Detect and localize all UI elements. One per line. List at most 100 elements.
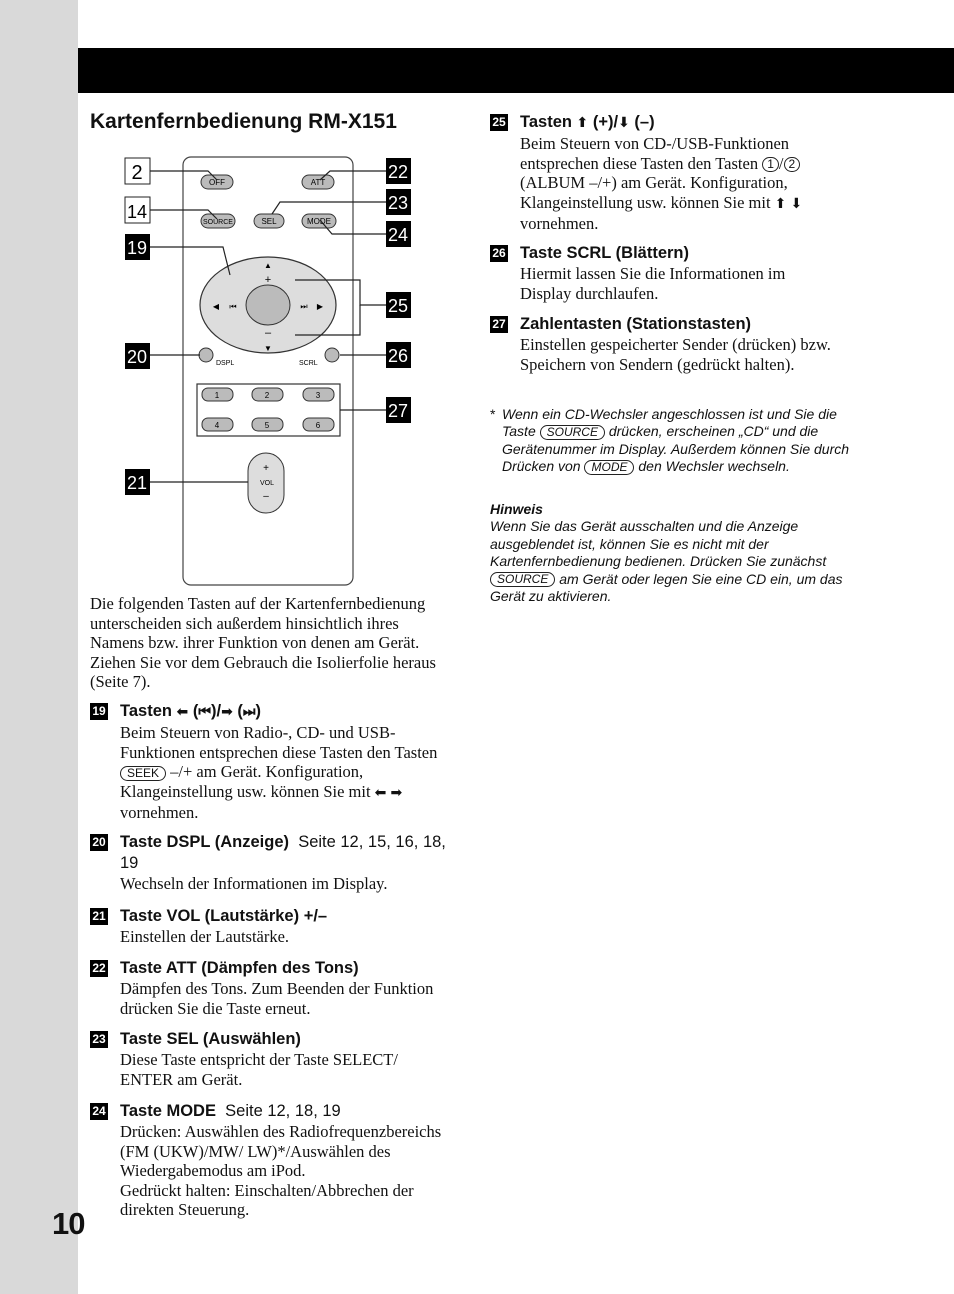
dspl-button-shape (198, 347, 214, 363)
mode-button-label: MODE (307, 217, 331, 226)
key-1: 1 (762, 157, 779, 173)
page-number: 10 (52, 1206, 85, 1241)
prev-track-icon: ⏮ (198, 704, 211, 720)
item-22-number: 22 (90, 960, 108, 977)
item-23-body: Diese Taste entspricht der Taste SELECT/… (120, 1050, 398, 1089)
callout-22: 22 (388, 162, 408, 182)
item-19-body: Beim Steuern von Radio-, CD- und USB-Fun… (120, 723, 438, 823)
arrow-up-icon: ⬆ (774, 195, 787, 212)
source-key: SOURCE (490, 572, 556, 588)
arrow-right-icon: ➡ (390, 784, 403, 801)
sel-button-label: SEL (261, 217, 277, 226)
sel-button-shape (253, 213, 285, 229)
item-26: 26 Taste SCRL (Blättern) Hiermit lassen … (490, 243, 840, 303)
off-button-shape (200, 174, 234, 190)
item-19-heading: 19 Tasten ⬅ (⏮)/➡ (⏭) (90, 701, 452, 723)
item-26-body: Hiermit lassen Sie die Informationen im … (520, 264, 786, 303)
callout-21: 21 (127, 473, 147, 493)
dpad-next-icon: ⏭ (300, 302, 307, 311)
section-title: Kartenfernbedienung RM-X151 (90, 110, 397, 133)
callouts-right: 22 23 24 25 26 27 (386, 158, 411, 423)
callout-19: 19 (127, 238, 147, 258)
intro-paragraph: Die folgenden Tasten auf der Kartenfernb… (90, 594, 436, 692)
source-button-shape (200, 213, 236, 229)
item-25-heading: 25 Tasten ⬆ (+)/⬇ (–) (490, 112, 840, 134)
number-key-4: 4 (215, 421, 220, 430)
item-24-number: 24 (90, 1103, 108, 1120)
source-button-label: SOURCE (203, 219, 233, 226)
vol-minus: – (263, 491, 269, 502)
mode-key: MODE (584, 460, 635, 476)
next-track-icon: ⏭ (242, 704, 256, 720)
dpad-up-arrow: ▲ (264, 261, 272, 270)
number-key-1: 1 (215, 391, 220, 400)
item-21-body: Einstellen der Lautstärke. (120, 927, 290, 946)
dspl-button-label: DSPL (216, 360, 234, 367)
callout-27: 27 (388, 401, 408, 421)
att-button-label: ATT (311, 178, 326, 187)
item-24-body-hold: Gedrückt halten: Einschalten/Abbrechen d… (120, 1180, 414, 1220)
arrow-down-icon: ⬇ (790, 195, 803, 212)
footnote-mark: * (490, 406, 496, 422)
arrow-up-icon: ⬆ (576, 115, 589, 131)
item-21-heading: 21 Taste VOL (Lautstärke) +/– (90, 906, 452, 927)
dpad-left-arrow: ◀ (213, 302, 220, 311)
item-20-body: Wechseln der Informationen im Display. (120, 874, 388, 893)
att-button-shape (301, 174, 335, 190)
dpad-plus: + (265, 274, 271, 286)
item-20-heading: 20 Taste DSPL (Anzeige) Seite 12, 15, 16… (90, 832, 452, 874)
item-25-number: 25 (490, 114, 508, 131)
item-25: 25 Tasten ⬆ (+)/⬇ (–) Beim Steuern von C… (490, 112, 840, 234)
seek-key: SEEK (120, 765, 167, 781)
footnote: * Wenn ein CD-Wechsler angeschlossen ist… (490, 406, 850, 476)
item-23-number: 23 (90, 1031, 108, 1048)
callout-20: 20 (127, 347, 147, 367)
item-24-body-press: Drücken: Auswählen des Radiofrequenzbere… (120, 1122, 442, 1181)
callout-26: 26 (388, 346, 408, 366)
item-27-number: 27 (490, 316, 508, 333)
scrl-button-shape (324, 347, 340, 363)
callout-25: 25 (388, 296, 408, 316)
dpad-minus: – (265, 327, 272, 339)
item-19: 19 Tasten ⬅ (⏮)/➡ (⏭) Beim Steuern von R… (90, 701, 452, 823)
dpad-right-arrow: ▶ (317, 302, 324, 311)
item-25-body: Beim Steuern von CD-/USB-Funktionen ents… (520, 134, 803, 234)
item-21: 21 Taste VOL (Lautstärke) +/– Einstellen… (90, 906, 452, 947)
remote-illustration: OFF ATT SOURCE SEL MODE + – ▲ ▼ ◀ ▶ ⏮ ⏭ … (124, 156, 411, 586)
arrow-left-icon: ⬅ (374, 784, 387, 801)
number-key-3: 3 (316, 391, 321, 400)
callout-23: 23 (388, 193, 408, 213)
arrow-down-icon: ⬇ (618, 115, 630, 131)
item-20: 20 Taste DSPL (Anzeige) Seite 12, 15, 16… (90, 832, 452, 894)
number-key-6: 6 (316, 421, 321, 430)
callout-2: 2 (131, 162, 142, 184)
header-bar (78, 48, 954, 93)
page-margin-sidebar (0, 0, 78, 1294)
item-20-number: 20 (90, 834, 108, 851)
number-key-2: 2 (265, 391, 270, 400)
hint-box: Hinweis Wenn Sie das Gerät ausschalten u… (490, 501, 856, 605)
item-22-heading: 22 Taste ATT (Dämpfen des Tons) (90, 958, 452, 979)
item-23: 23 Taste SEL (Auswählen) Diese Taste ent… (90, 1029, 452, 1089)
item-26-heading: 26 Taste SCRL (Blättern) (490, 243, 840, 264)
vol-label: VOL (260, 480, 274, 487)
off-button-label: OFF (209, 178, 225, 187)
item-24: 24 Taste MODE Seite 12, 18, 19 Drücken: … (90, 1101, 452, 1220)
number-keys: 1 2 3 4 5 6 (201, 387, 335, 432)
item-22: 22 Taste ATT (Dämpfen des Tons) Dämpfen … (90, 958, 452, 1018)
callout-24: 24 (388, 225, 408, 245)
item-20-page-ref: Seite 12, 15, 16, 18, 19 (120, 833, 446, 872)
item-21-number: 21 (90, 908, 108, 925)
arrow-right-icon: ➡ (221, 704, 233, 720)
remote-body (182, 156, 354, 586)
vol-plus: + (263, 463, 269, 474)
callout-leaders (150, 170, 386, 483)
item-23-heading: 23 Taste SEL (Auswählen) (90, 1029, 452, 1050)
dpad-down-arrow: ▼ (264, 344, 272, 353)
scrl-button-label: SCRL (299, 360, 318, 367)
item-27-heading: 27 Zahlentasten (Stationstasten) (490, 314, 840, 335)
vol-rocker-shape (247, 452, 285, 514)
arrow-left-icon: ⬅ (176, 704, 189, 720)
dpad-prev-icon: ⏮ (229, 302, 236, 311)
source-key: SOURCE (539, 425, 605, 441)
